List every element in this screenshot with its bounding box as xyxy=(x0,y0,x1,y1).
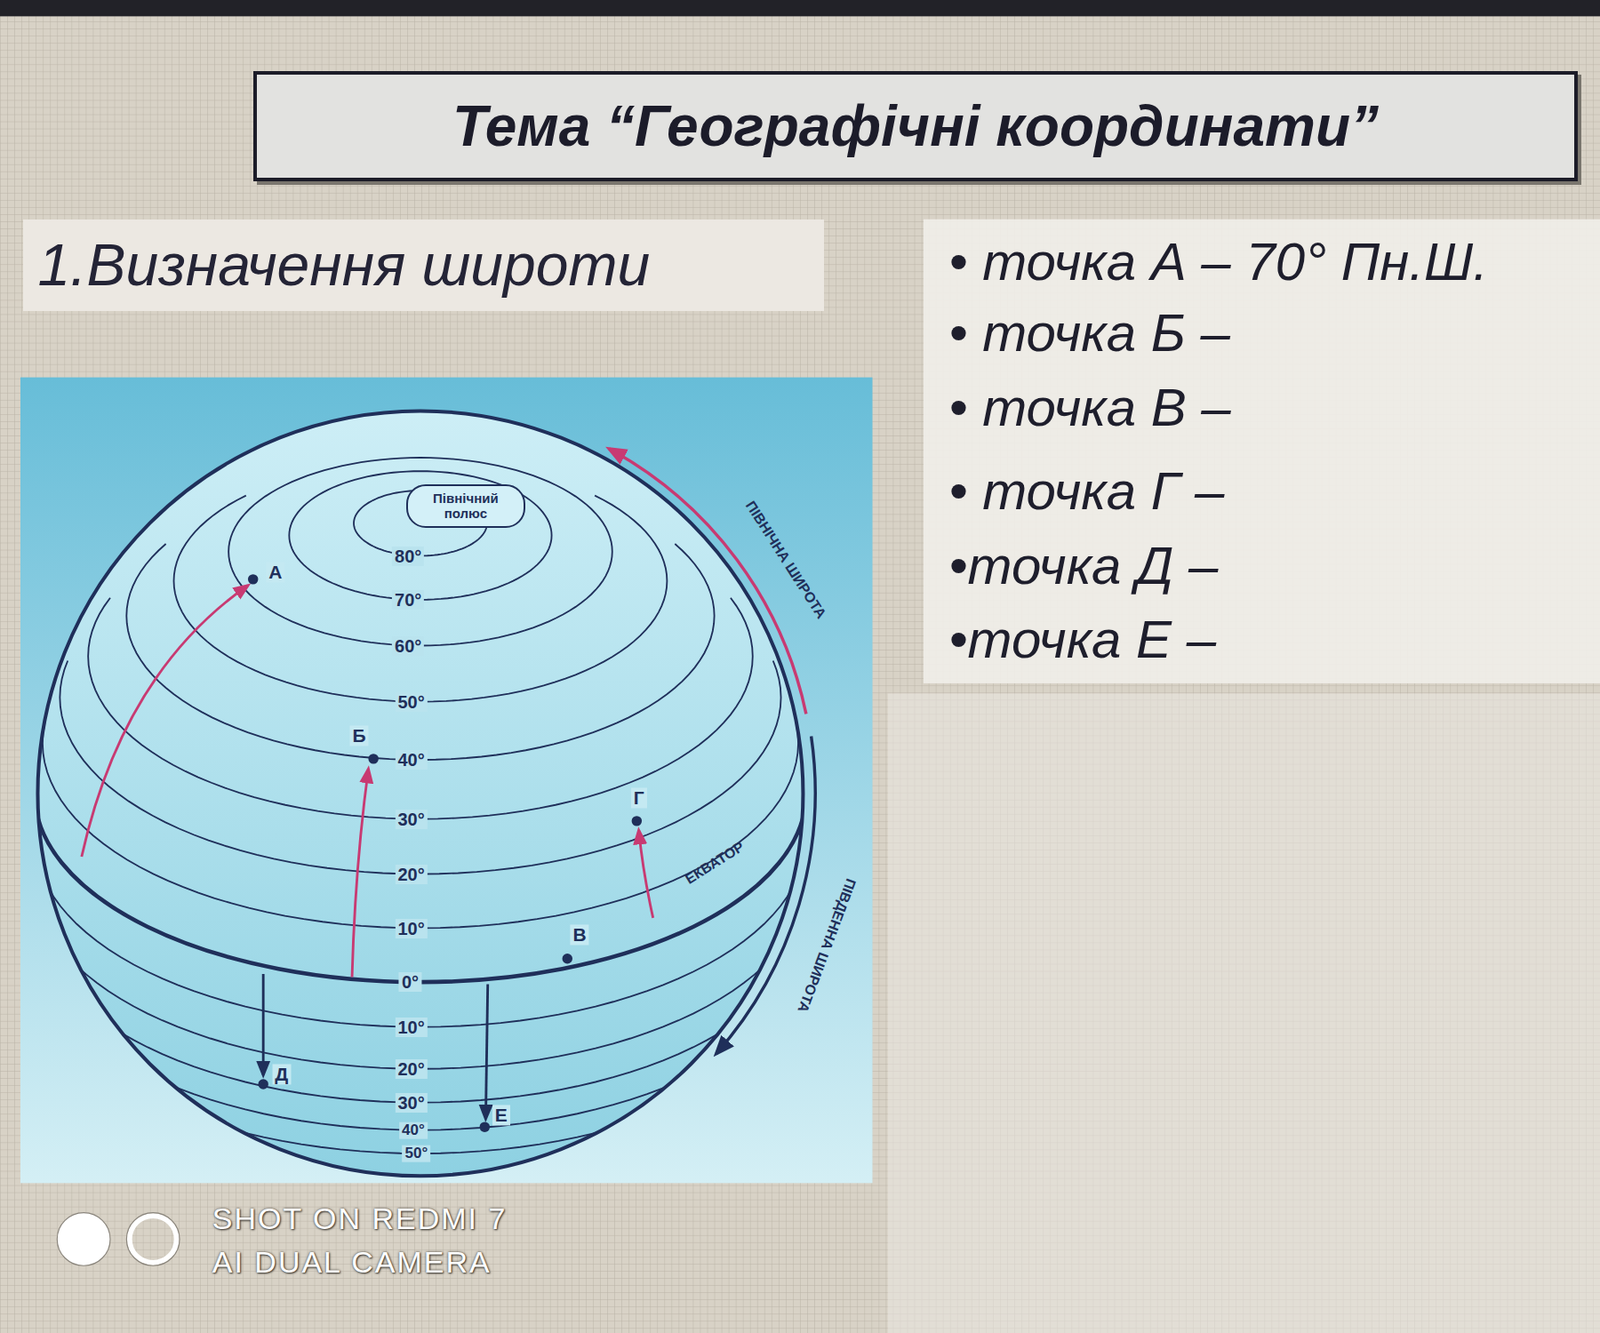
point-letter: Г xyxy=(631,787,648,808)
point-dot xyxy=(368,753,378,764)
latitude-number: 60° xyxy=(392,636,424,656)
parallel-line xyxy=(34,838,807,1027)
parallel-line xyxy=(34,965,807,1154)
latitude-number: 10° xyxy=(395,1017,428,1038)
equator-label: ЕКВАТОР xyxy=(681,839,746,888)
arc-label: ПІВДЕННА ШИРОТА xyxy=(794,876,859,1015)
parallel-line xyxy=(34,941,807,1130)
point-dot xyxy=(257,1079,268,1089)
latitude-number: 0° xyxy=(399,972,422,992)
watermark: SHOT ON REDMI 7 xyxy=(212,1202,508,1236)
parallel-line xyxy=(288,471,552,600)
latitude-number: 40° xyxy=(395,750,428,770)
latitude-number: 40° xyxy=(399,1122,428,1140)
parallel-line xyxy=(88,598,753,820)
latitude-number: 70° xyxy=(392,590,424,610)
latitude-arrow xyxy=(639,830,654,919)
latitude-number: 30° xyxy=(395,1093,428,1113)
latitude-arrow xyxy=(485,984,488,1119)
pole-box: Північний полюс xyxy=(406,484,526,528)
answer-line: • точка Б – xyxy=(949,304,1231,363)
section-heading-box: 1.Визначення широти xyxy=(23,219,824,312)
point-letter: Б xyxy=(350,725,369,746)
light-area xyxy=(888,693,1600,1333)
point-dot xyxy=(632,816,642,826)
latitude-number: 50° xyxy=(402,1145,432,1163)
watermark-icon xyxy=(129,1216,177,1264)
arc-label: ПІВНІЧНА ШИРОТА xyxy=(742,498,829,622)
globe-body xyxy=(37,411,803,1177)
watermark-icon xyxy=(126,1213,180,1267)
parallel-line xyxy=(42,723,799,928)
answer-line: •точка Е – xyxy=(949,610,1216,670)
parallels xyxy=(34,457,807,1154)
answer-panel xyxy=(923,219,1600,684)
answer-line: • точка Г – xyxy=(949,462,1225,521)
pole-label: Північний полюс xyxy=(416,490,516,522)
section-heading: 1.Визначення широти xyxy=(37,232,810,300)
point-dot xyxy=(562,953,573,964)
latitude-number: 10° xyxy=(395,919,428,939)
point-letter: Е xyxy=(492,1104,511,1126)
screen-bezel xyxy=(0,0,1600,16)
parallel-line xyxy=(228,457,613,646)
watermark: AI DUAL CAMERA xyxy=(212,1246,492,1280)
latitude-number: 20° xyxy=(395,1059,428,1080)
latitude-number: 80° xyxy=(392,546,424,567)
latitude-arrow xyxy=(352,768,368,977)
answer-line: • точка В – xyxy=(949,378,1232,438)
latitude-number: 50° xyxy=(395,692,428,712)
watermark-icon xyxy=(56,1213,111,1267)
point-letter: Д xyxy=(272,1064,291,1085)
parallel-line xyxy=(59,661,781,875)
answer-line: • точка А – 70° Пн.Ш. xyxy=(949,232,1488,292)
point-dot xyxy=(248,574,258,584)
globe-panel xyxy=(20,377,873,1184)
parallel-line xyxy=(34,880,807,1069)
point-letter: В xyxy=(569,924,589,945)
latitude-arrow xyxy=(262,974,265,1076)
point-dot xyxy=(480,1121,490,1132)
latitude-arrow xyxy=(81,585,248,857)
point-letter: А xyxy=(265,561,285,583)
north-arc-arrow xyxy=(608,448,807,714)
slide-title: Тема “Географічні координати” xyxy=(452,93,1379,160)
equator-line xyxy=(34,793,807,983)
parallel-line xyxy=(126,544,714,760)
answer-line: •точка Д – xyxy=(949,536,1219,596)
title-box: Тема “Географічні координати” xyxy=(253,71,1578,182)
parallel-line xyxy=(34,913,807,1103)
globe-outline xyxy=(37,411,803,1177)
latitude-number: 30° xyxy=(395,809,428,830)
latitude-number: 20° xyxy=(395,864,428,885)
